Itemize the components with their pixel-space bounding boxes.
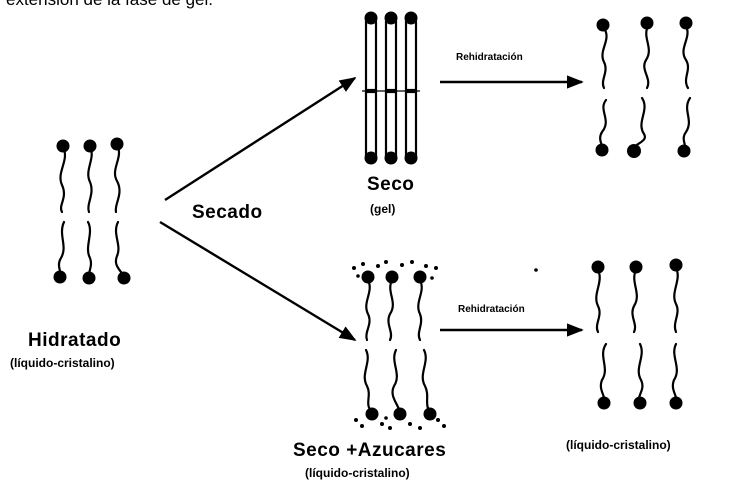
arrow-to-seco [165, 78, 355, 200]
top-fragment-text: extensión de la fase de gel. [6, 0, 213, 10]
label-rehidratacion-top: Rehidratación [456, 52, 523, 63]
membrane-hidratado [54, 138, 131, 285]
label-rehidratacion-bottom: Rehidratación [458, 304, 525, 315]
membrane-rehidratado-top [596, 17, 693, 159]
label-hidratado: Hidratado [28, 330, 121, 352]
sugar-molecules [352, 260, 538, 430]
membrane-seco-azucares [362, 271, 437, 421]
label-seco-azucares: Seco +Azucares [293, 440, 446, 462]
label-secado: Secado [192, 202, 263, 224]
label-seco-sub: (gel) [370, 202, 395, 216]
label-final-sub: (líquido-cristalino) [566, 438, 671, 452]
membrane-rehidratado-bottom [592, 259, 683, 410]
label-seco-azucares-sub: (líquido-cristalino) [305, 466, 410, 480]
membrane-seco-gel [362, 12, 420, 165]
label-seco: Seco [367, 174, 414, 196]
label-hidratado-sub: (líquido-cristalino) [10, 356, 115, 370]
arrow-to-seco-azucares [160, 222, 355, 340]
